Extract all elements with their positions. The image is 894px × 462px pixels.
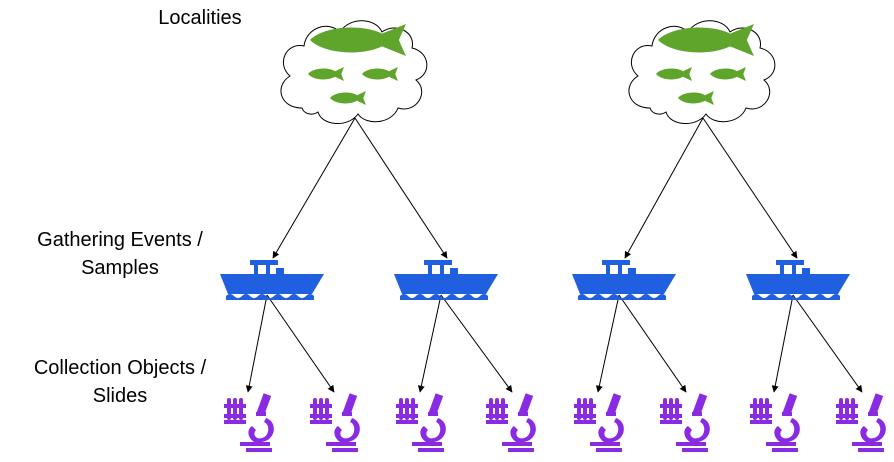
collection-object-node-7 — [750, 393, 800, 452]
collection-object-node-5 — [574, 393, 624, 452]
collection-objects-label: Collection Objects / Slides — [0, 354, 240, 410]
gathering-events-label-line2: Samples — [81, 257, 159, 279]
collection-object-node-1 — [224, 393, 274, 452]
edge-event3-slide6 — [618, 294, 687, 393]
boat-icon — [572, 260, 676, 300]
gathering-event-node-4 — [746, 260, 850, 300]
locality-node-1 — [280, 20, 428, 125]
gathering-event-node-3 — [572, 260, 676, 300]
edge-locality1-event2 — [354, 117, 448, 259]
edge-event4-slide7 — [771, 294, 794, 393]
test-tubes-microscope-icon — [660, 393, 710, 452]
gathering-events-label: Gathering Events / Samples — [0, 226, 240, 282]
edges-events-to-slides — [245, 294, 863, 393]
test-tubes-microscope-icon — [486, 393, 536, 452]
collection-object-node-2 — [310, 393, 360, 452]
gathering-event-node-1 — [220, 260, 324, 300]
test-tubes-microscope-icon — [574, 393, 624, 452]
edge-event4-slide8 — [792, 294, 863, 393]
edge-event2-slide3 — [417, 294, 442, 393]
edges-localities-to-events — [272, 117, 798, 259]
collection-object-node-6 — [660, 393, 710, 452]
collection-objects-label-line1: Collection Objects / — [33, 357, 207, 379]
boat-icon — [746, 260, 850, 300]
edge-event3-slide5 — [595, 294, 620, 393]
collection-object-node-8 — [836, 393, 886, 452]
edge-locality2-event4 — [702, 117, 798, 259]
boat-icon — [394, 260, 498, 300]
edge-event1-slide2 — [266, 294, 335, 393]
collection-object-node-4 — [486, 393, 536, 452]
collection-object-node-3 — [396, 393, 446, 452]
test-tubes-microscope-icon — [224, 393, 274, 452]
localities-label: Localities — [120, 4, 280, 32]
test-tubes-microscope-icon — [310, 393, 360, 452]
locality-node-2 — [628, 20, 776, 125]
gathering-event-node-2 — [394, 260, 498, 300]
gathering-events-label-line1: Gathering Events / — [37, 229, 203, 251]
edge-event1-slide1 — [245, 294, 268, 393]
test-tubes-microscope-icon — [836, 393, 886, 452]
edge-event2-slide4 — [440, 294, 513, 393]
edge-locality2-event3 — [624, 117, 704, 259]
test-tubes-microscope-icon — [750, 393, 800, 452]
boat-icon — [220, 260, 324, 300]
collection-objects-label-line2: Slides — [92, 385, 148, 407]
edge-locality1-event1 — [272, 117, 356, 259]
test-tubes-microscope-icon — [396, 393, 446, 452]
localities-label-text: Localities — [158, 7, 242, 29]
